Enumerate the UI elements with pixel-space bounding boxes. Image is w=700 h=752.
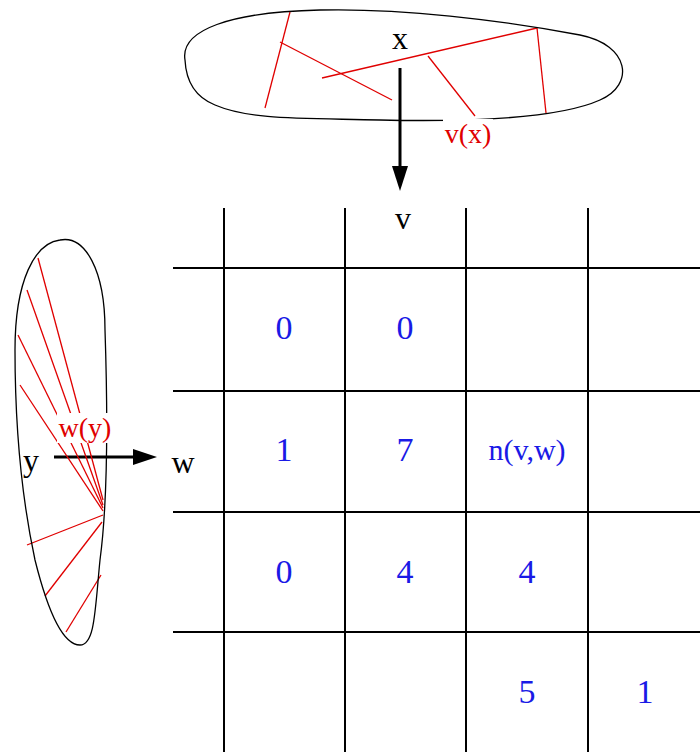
table-cell: 7 — [397, 433, 414, 467]
element-name: x — [392, 22, 408, 54]
blob-outline — [185, 10, 623, 121]
fibre-line — [27, 515, 103, 545]
map-arrow — [392, 68, 408, 191]
row-name: w — [169, 445, 196, 479]
table-cell: 4 — [519, 555, 536, 589]
table-cell: 0 — [276, 311, 293, 345]
table-cell: n(v,w) — [488, 435, 565, 465]
fibre-line — [428, 56, 475, 116]
table-cell: 0 — [397, 311, 414, 345]
map-arrow — [54, 449, 157, 465]
fibre-line — [265, 12, 290, 108]
set-outline: x — [180, 3, 630, 127]
fibre-line — [38, 258, 103, 500]
fibre-line — [280, 42, 392, 100]
table-cell: 0 — [276, 555, 293, 589]
fibre-line — [45, 522, 102, 596]
map-label: w(y) — [57, 413, 114, 443]
fibre-line — [20, 385, 103, 511]
table-cell: 1 — [637, 675, 654, 709]
map-label: v(x) — [443, 119, 494, 149]
table-cell: 5 — [519, 675, 536, 709]
fibre-line — [322, 28, 537, 78]
table-cell: 4 — [397, 555, 414, 589]
table-cell: 1 — [276, 433, 293, 467]
column-name: v — [393, 201, 413, 235]
element-name: y — [23, 444, 39, 476]
table-grid — [173, 208, 700, 752]
fibre-line — [537, 28, 546, 113]
